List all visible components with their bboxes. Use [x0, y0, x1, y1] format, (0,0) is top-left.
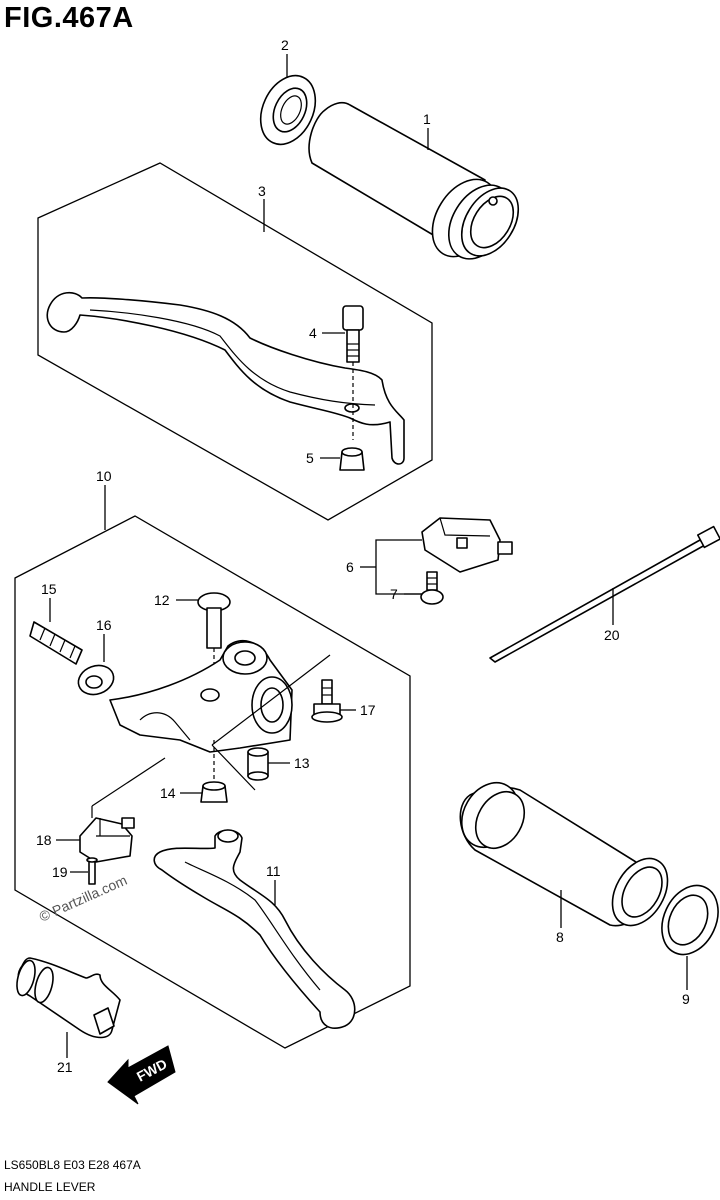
part-7-screw — [420, 571, 444, 605]
callout-10: 10 — [96, 468, 112, 484]
callout-15: 15 — [41, 581, 57, 597]
callout-4: 4 — [309, 325, 317, 341]
part-16-spring-nut — [77, 664, 115, 696]
forward-arrow-icon: FWD — [107, 1045, 176, 1105]
callout-18: 18 — [36, 832, 52, 848]
callout-2: 2 — [281, 37, 289, 53]
part-20-cable-tie — [489, 525, 720, 663]
part-15-adjuster — [29, 621, 83, 665]
part-11-brake-lever — [153, 829, 356, 1029]
part-4-pivot-bolt — [342, 305, 364, 440]
callout-19: 19 — [52, 864, 68, 880]
part-9-seal — [661, 884, 719, 956]
callout-3: 3 — [258, 183, 266, 199]
callout-1: 1 — [423, 111, 431, 127]
callout-6: 6 — [346, 559, 354, 575]
callout-14: 14 — [160, 785, 176, 801]
callout-5: 5 — [306, 450, 314, 466]
part-3-clutch-lever — [46, 291, 405, 465]
callout-11: 11 — [266, 863, 281, 879]
figure-title: FIG.467A — [4, 2, 134, 34]
part-12-pin — [197, 592, 231, 700]
group-box-clutch-lever — [37, 162, 433, 521]
part-13-collar — [247, 747, 269, 781]
callout-8: 8 — [556, 929, 564, 945]
part-6-switch — [421, 517, 513, 573]
callout-13: 13 — [294, 755, 310, 771]
part-21-boot — [16, 957, 121, 1039]
part-5-nut — [339, 447, 365, 471]
part-1-grip — [308, 102, 520, 260]
watermark: © Partzilla.com — [37, 872, 130, 925]
part-17-bolt — [311, 679, 343, 723]
leader-lines — [49, 54, 688, 1058]
callout-12: 12 — [154, 592, 170, 608]
callout-numbers: 2 1 3 4 5 10 6 7 15 12 16 20 17 13 14 18… — [36, 37, 690, 1075]
callout-20: 20 — [604, 627, 620, 643]
callout-7: 7 — [390, 586, 398, 602]
callout-9: 9 — [682, 991, 690, 1007]
callout-17: 17 — [360, 702, 376, 718]
part-18-brake-switch — [79, 757, 166, 863]
brake-lever-bracket — [109, 639, 331, 791]
figure-name: HANDLE LEVER — [4, 1180, 96, 1194]
group-box-brake-lever — [14, 515, 411, 1049]
part-14-nut — [200, 740, 228, 803]
part-8-grip — [459, 782, 669, 927]
callout-21: 21 — [57, 1059, 73, 1075]
part-19-screw — [86, 857, 98, 885]
figure-code: LS650BL8 E03 E28 467A — [4, 1158, 141, 1172]
part-2-seal — [259, 74, 317, 146]
callout-16: 16 — [96, 617, 112, 633]
